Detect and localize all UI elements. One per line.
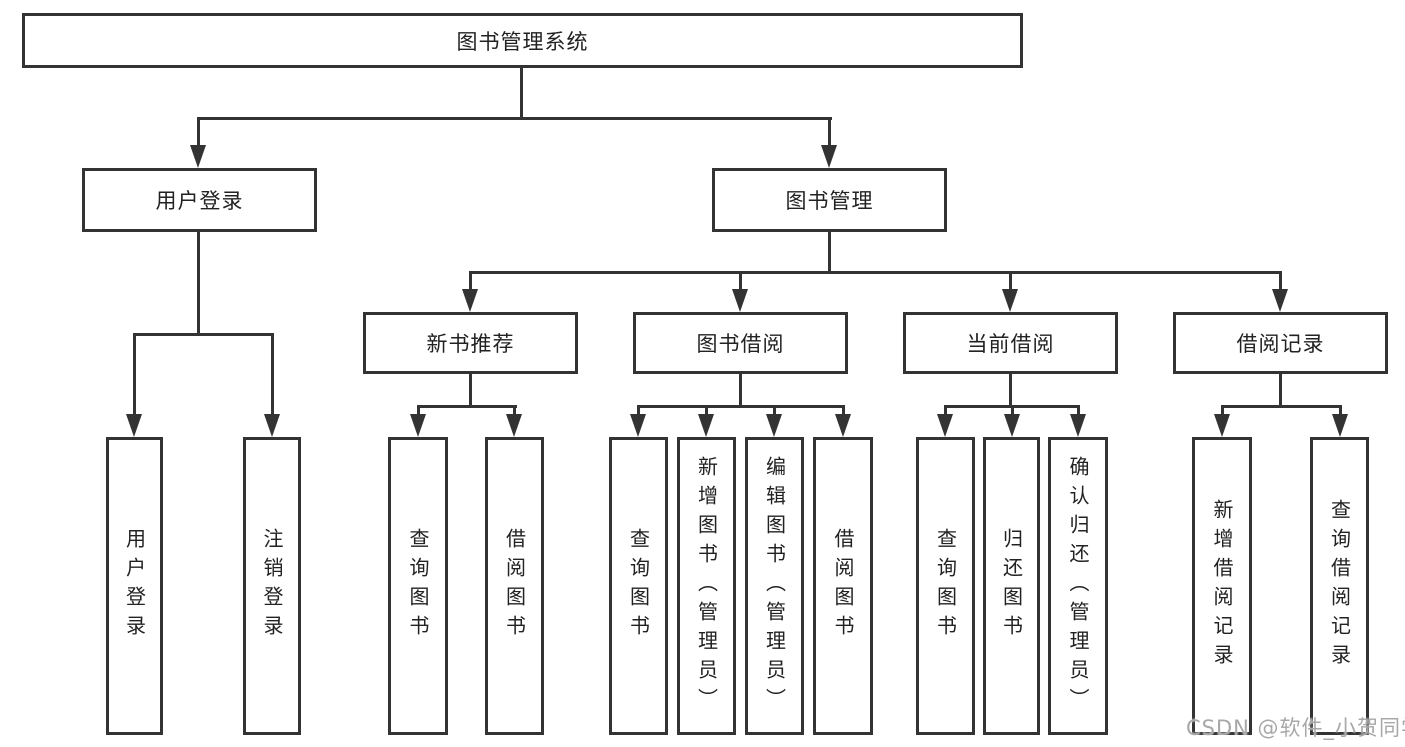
connector-root-crossbar [197, 117, 832, 120]
arrow-down-icon [264, 414, 280, 437]
connector-root-stem [520, 68, 523, 120]
connector-new-book-crossbar [417, 405, 517, 408]
node-current-borrowing: 当前借阅 [903, 312, 1118, 374]
leaf-borrow-edit-books-admin: 编辑图书（管理员） [745, 437, 804, 735]
connector-to-book-borrow [739, 271, 742, 291]
leaf-newbook-query-books-label: 查询图书 [406, 528, 430, 644]
node-new-book-recommendation-label: 新书推荐 [426, 332, 515, 356]
leaf-user-login: 用户登录 [106, 437, 163, 735]
connector-root-to-book-mgmt [828, 117, 831, 147]
arrow-down-icon [410, 414, 426, 437]
node-user-login-label: 用户登录 [155, 189, 244, 213]
arrow-down-icon [506, 414, 522, 437]
node-new-book-recommendation: 新书推荐 [363, 312, 578, 374]
leaf-records-add-record-label: 新增借阅记录 [1210, 499, 1234, 673]
leaf-current-confirm-return-admin-label: 确认归还（管理员） [1066, 455, 1090, 717]
leaf-current-query-books-label: 查询图书 [933, 528, 958, 644]
arrow-down-icon [1004, 414, 1020, 437]
node-book-borrowing-label: 图书借阅 [696, 332, 785, 356]
node-book-management: 图书管理 [712, 168, 947, 232]
arrow-down-icon [732, 289, 748, 312]
leaf-borrow-query-books-label: 查询图书 [626, 528, 651, 644]
node-book-management-label: 图书管理 [785, 189, 874, 213]
connector-new-book-stem [469, 374, 472, 408]
leaf-borrow-query-books: 查询图书 [609, 437, 668, 735]
leaf-current-query-books: 查询图书 [916, 437, 975, 735]
connector-leaf-stub [944, 405, 947, 416]
connector-leaf-stub [1077, 405, 1080, 416]
connector-leaf-stub [1221, 405, 1224, 416]
arrow-down-icon [1214, 414, 1230, 437]
connector-leaf-stub [842, 405, 845, 416]
connector-book-borrow-crossbar [637, 405, 845, 408]
node-current-borrowing-label: 当前借阅 [966, 332, 1055, 356]
connector-borrow-records-crossbar [1221, 405, 1342, 408]
connector-leaf-stub [1339, 405, 1342, 416]
leaf-current-return-books: 归还图书 [983, 437, 1040, 735]
connector-to-borrow-records [1279, 271, 1282, 291]
connector-leaf-stub [773, 405, 776, 416]
leaf-records-query-record: 查询借阅记录 [1310, 437, 1369, 735]
connector-book-mgmt-stem [828, 232, 831, 274]
leaf-borrow-edit-books-admin-label: 编辑图书（管理员） [762, 455, 787, 717]
connector-borrow-records-stem [1279, 374, 1282, 408]
arrow-down-icon [766, 414, 782, 437]
connector-root-to-user-login [197, 117, 200, 147]
node-borrowing-records: 借阅记录 [1173, 312, 1388, 374]
arrow-down-icon [1070, 414, 1086, 437]
connector-to-leaf-user-login [133, 333, 136, 416]
arrow-down-icon [126, 414, 142, 437]
leaf-newbook-borrow-books: 借阅图书 [485, 437, 544, 735]
node-user-login: 用户登录 [82, 168, 317, 232]
arrow-down-icon [630, 414, 646, 437]
leaf-newbook-borrow-books-label: 借阅图书 [502, 528, 527, 644]
connector-leaf-stub [417, 405, 420, 416]
leaf-current-confirm-return-admin: 确认归还（管理员） [1048, 437, 1108, 735]
connector-book-mgmt-crossbar [469, 271, 1282, 274]
arrow-down-icon [1272, 289, 1288, 312]
leaf-records-query-record-label: 查询借阅记录 [1327, 499, 1352, 673]
node-system-root-label: 图书管理系统 [456, 29, 589, 54]
leaf-current-return-books-label: 归还图书 [999, 528, 1024, 644]
leaf-newbook-query-books: 查询图书 [388, 437, 448, 735]
arrow-down-icon [937, 414, 953, 437]
connector-book-borrow-stem [739, 374, 742, 408]
arrow-down-icon [462, 289, 478, 312]
leaf-logout-label: 注销登录 [260, 528, 284, 644]
arrow-down-icon [190, 145, 206, 168]
arrow-down-icon [1332, 414, 1348, 437]
leaf-borrow-borrow-books-label: 借阅图书 [831, 528, 855, 644]
connector-to-current-borrow [1009, 271, 1012, 291]
leaf-records-add-record: 新增借阅记录 [1192, 437, 1252, 735]
arrow-down-icon [821, 145, 837, 168]
connector-leaf-stub [513, 405, 516, 416]
leaf-user-login-label: 用户登录 [122, 528, 147, 644]
arrow-down-icon [698, 414, 714, 437]
node-book-borrowing: 图书借阅 [633, 312, 848, 374]
connector-user-login-crossbar [133, 333, 274, 336]
leaf-logout: 注销登录 [243, 437, 301, 735]
connector-leaf-stub [637, 405, 640, 416]
connector-to-new-book [469, 271, 472, 291]
connector-to-leaf-logout [271, 333, 274, 416]
leaf-borrow-add-books-admin: 新增图书（管理员） [677, 437, 736, 735]
connector-user-login-stem [197, 232, 200, 336]
node-borrowing-records-label: 借阅记录 [1236, 332, 1325, 356]
watermark: CSDN @软件_小贺同学 [1186, 716, 1405, 740]
arrow-down-icon [835, 414, 851, 437]
arrow-down-icon [1002, 289, 1018, 312]
connector-leaf-stub [1011, 405, 1014, 416]
connector-leaf-stub [705, 405, 708, 416]
leaf-borrow-borrow-books: 借阅图书 [813, 437, 873, 735]
leaf-borrow-add-books-admin-label: 新增图书（管理员） [694, 455, 719, 717]
connector-current-borrow-stem [1009, 374, 1012, 408]
node-system-root: 图书管理系统 [22, 13, 1023, 68]
